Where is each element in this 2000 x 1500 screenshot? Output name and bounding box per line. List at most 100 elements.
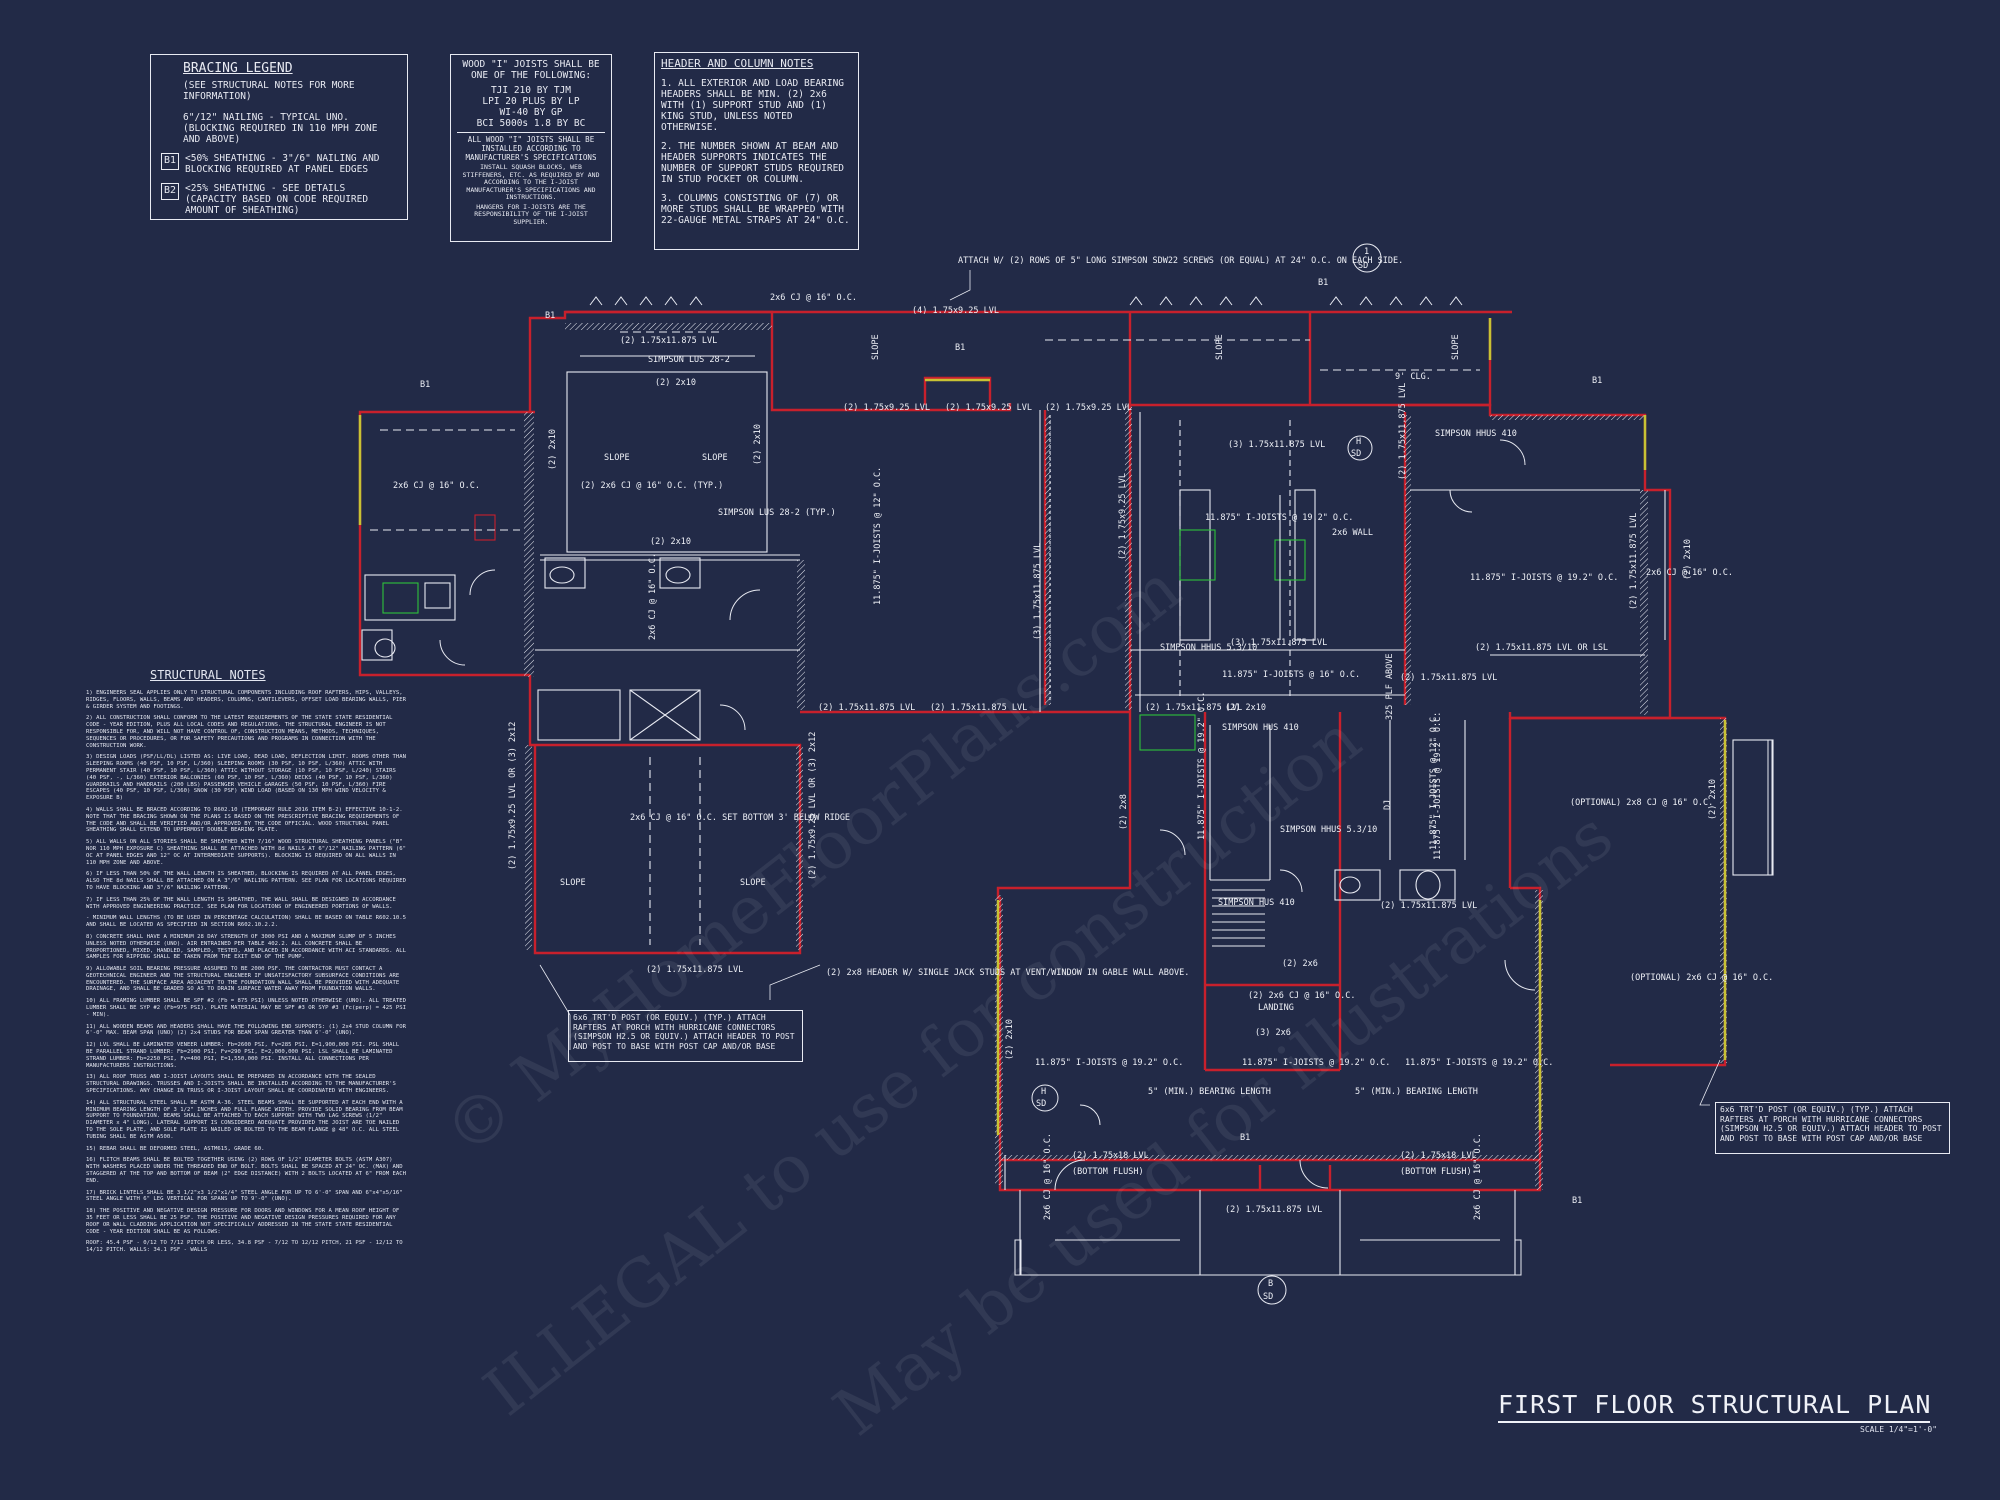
lvl-porch-c: (2) 1.75x11.875 LVL — [1145, 703, 1242, 713]
simpson-hhus5310-a: SIMPSON HHUS 5.3/10 — [1160, 643, 1257, 653]
structural-note: 7) IF LESS THAN 25% OF THE WALL LENGTH I… — [86, 896, 396, 910]
landing: LANDING — [1258, 1003, 1294, 1013]
twox8-a: (2) 2x8 — [1119, 794, 1129, 830]
bracing-legend-heading: BRACING LEGEND — [183, 61, 293, 76]
joist-note-3: HANGERS FOR I-JOISTS ARE THE RESPONSIBIL… — [474, 202, 588, 226]
tag-b1-g: B1 — [1572, 1196, 1582, 1206]
cj-typ: (2) 2x6 CJ @ 16" O.C. (TYP.) — [580, 481, 723, 491]
lvl-18-a: (2) 1.75x18 LVL — [1072, 1151, 1149, 1161]
post-note-right-text: 6x6 TRT'D POST (OR EQUIV.) (TYP.) ATTACH… — [1720, 1105, 1942, 1143]
structural-note: 11) ALL WOODEN BEAMS AND HEADERS SHALL H… — [86, 1023, 406, 1037]
lvl-bottom-mid: (2) 1.75x11.875 LVL — [1225, 1205, 1322, 1215]
post-note-left-text: 6x6 TRT'D POST (OR EQUIV.) (TYP.) ATTACH… — [573, 1013, 795, 1051]
door-swings — [439, 439, 1536, 1191]
header-note-2: 2. THE NUMBER SHOWN AT BEAM AND HEADER S… — [661, 141, 845, 185]
slope-f: SLOPE — [560, 878, 586, 888]
tag-b1-d: B1 — [1318, 278, 1328, 288]
twox10-r: (2) 2x10 — [1708, 779, 1718, 820]
structural-note: 16) FLITCH BEAMS SHALL BE BOLTED TOGETHE… — [86, 1157, 406, 1184]
lvl-3-11875-b: (3) 1.75x11.875 LVL — [1230, 638, 1327, 648]
structural-note: 12) LVL SHALL BE LAMINATED VENEER LUMBER… — [86, 1042, 400, 1069]
twox10-fam: (2) 2x10 — [1683, 539, 1693, 580]
tag-b1-b: B1 — [420, 380, 430, 390]
cj-left: 2x6 CJ @ 16" O.C. — [393, 481, 480, 491]
ijoist-v-a: 11.875" I-JOISTS @ 12" O.C. — [1429, 712, 1439, 850]
leader-lines — [539, 270, 1721, 1106]
wall-2x6: 2x6 WALL — [1332, 528, 1373, 538]
structural-note: ROOF: 45.4 PSF - 0/12 TO 7/12 PITCH OR L… — [86, 1240, 403, 1254]
cj-fam: 2x6 CJ @ 16" O.C. — [1646, 568, 1733, 578]
threex6: (3) 2x6 — [1255, 1028, 1291, 1038]
structural-note: 1) ENGINEERS SEAL APPLIES ONLY TO STRUCT… — [86, 690, 406, 710]
twox6-a: (2) 2x6 — [1282, 959, 1318, 969]
post-note-right: 6x6 TRT'D POST (OR EQUIV.) (TYP.) ATTACH… — [1715, 1102, 1950, 1154]
plan-labels: ATTACH W/ (2) ROWS OF 5" LONG SIMPSON SD… — [393, 247, 1773, 1302]
structural-note: 5) ALL WALLS ON ALL STORIES SHALL BE SHE… — [86, 839, 406, 866]
drawing-title: FIRST FLOOR STRUCTURAL PLAN — [1498, 1390, 1932, 1419]
twox10-v2: (2) 2x10 — [753, 424, 763, 465]
structural-note: 4) WALLS SHALL BE BRACED ACCORDING TO R6… — [86, 806, 403, 834]
cj-br: 2x6 CJ @ 16" O.C. — [1473, 1133, 1483, 1220]
lvl-4-925: (4) 1.75x9.25 LVL — [912, 306, 999, 316]
flush-b: (BOTTOM FLUSH) — [1400, 1167, 1472, 1177]
structural-note: 9) ALLOWABLE SOIL BEARING PRESSURE ASSUM… — [86, 966, 400, 993]
interior-walls — [361, 331, 1774, 1276]
lvl-porch-a: (2) 1.75x11.875 LVL — [818, 703, 915, 713]
cj-stair: (2) 2x6 CJ @ 16" O.C. — [1248, 991, 1355, 1001]
structural-note: 10) ALL FRAMING LUMBER SHALL BE SPF #2 (… — [86, 998, 406, 1018]
simpson-hhus5310-b: SIMPSON HHUS 5.3/10 — [1280, 825, 1377, 835]
slope-e: SLOPE — [1451, 334, 1461, 360]
windows — [589, 296, 1773, 1276]
header-note-1: 1. ALL EXTERIOR AND LOAD BEARING HEADERS… — [661, 78, 845, 133]
bracing-legend: BRACING LEGEND (SEE STRUCTURAL NOTES FOR… — [150, 54, 408, 220]
lvl-sm: (2) 1.75x11.875 LVL — [1400, 673, 1497, 683]
lvl-porch-b: (2) 1.75x11.875 LVL — [930, 703, 1027, 713]
structural-note: 8) CONCRETE SHALL HAVE A MINIMUM 28 DAY … — [86, 933, 406, 961]
bearing-min-a: 5" (MIN.) BEARING LENGTH — [1148, 1087, 1271, 1097]
ijoist-stair-v: 11.875" I-JOISTS @ 19.2" O.C. — [1197, 692, 1207, 840]
simpson-lus28: SIMPSON LUS 28-2 — [648, 355, 730, 365]
slope-g: SLOPE — [740, 878, 766, 888]
drawing-scale: SCALE 1/4"=1'-0" — [1860, 1425, 1938, 1434]
joist-heading: WOOD "I" JOISTS SHALL BE ONE OF THE FOLL… — [462, 59, 600, 81]
legend-b1-row: B1 <50% SHEATHING - 3"/6" NAILING AND BL… — [161, 153, 397, 175]
tag-h-a: H — [1356, 437, 1361, 447]
lvl-18-b: (2) 1.75x18 LVL — [1400, 1151, 1477, 1161]
joist-note-1: ALL WOOD "I" JOISTS SHALL BE INSTALLED A… — [465, 135, 597, 162]
lvl-porch-bottom: (2) 1.75x11.875 LVL — [646, 965, 743, 975]
tag-b1-e: B1 — [1592, 376, 1602, 386]
lvl-v-porch-l: (2) 1.75x9.25 LVL OR (3) 2x12 — [508, 722, 518, 870]
structural-note: - MINIMUM WALL LENGTHS (TO BE USED IN PE… — [86, 915, 406, 929]
tag-sd-d: SD — [1263, 1292, 1273, 1302]
ijoist-dining: 11.875" I-JOISTS @ 12" O.C. — [873, 467, 883, 605]
header-notes-heading: HEADER AND COLUMN NOTES — [661, 57, 814, 70]
ijoist-family: 11.875" I-JOISTS @ 19.2" O.C. — [1470, 573, 1618, 583]
legend-b1-tag: B1 — [161, 153, 180, 170]
post-note-left: 6x6 TRT'D POST (OR EQUIV.) (TYP.) ATTACH… — [568, 1010, 803, 1062]
lvl-925-b: (2) 1.75x9.25 LVL — [945, 403, 1032, 413]
ijoist-right-v: 11.875" I-JOISTS @ 19.2" O.C. — [1433, 712, 1443, 860]
optional-cj: (OPTIONAL) 2x8 CJ @ 16" O.C. — [1570, 798, 1713, 808]
joist-notes: WOOD "I" JOISTS SHALL BE ONE OF THE FOLL… — [450, 54, 612, 242]
lvl-925-a: (2) 1.75x9.25 LVL — [843, 403, 930, 413]
lvl-3-11875: (3) 1.75x11.875 LVL — [1228, 440, 1325, 450]
optional-cj2: (OPTIONAL) 2x6 CJ @ 16" O.C. — [1630, 973, 1773, 983]
bracing-panels — [358, 318, 1727, 1135]
tag-b: B — [1268, 1279, 1273, 1289]
bracing-legend-note: 6"/12" NAILING - TYPICAL UNO. (BLOCKING … — [183, 112, 378, 145]
legend-b2-text: <25% SHEATHING - SEE DETAILS (CAPACITY B… — [185, 183, 369, 216]
structural-note: 3) DESIGN LOADS (PSF/LL/DL) LISTED AS: L… — [86, 754, 406, 802]
twox10-v1: (2) 2x10 — [548, 429, 558, 470]
title-underline — [1498, 1421, 1930, 1423]
lvl-v-right: (2) 1.75x11.875 LVL — [1398, 383, 1408, 480]
header-note-3: 3. COLUMNS CONSISTING OF (7) OR MORE STU… — [661, 193, 850, 226]
simpson-hus410: SIMPSON HUS 410 — [1222, 723, 1299, 733]
lvl-v-family: (2) 1.75x11.875 LVL — [1629, 513, 1639, 610]
lvl-or-lsl: (2) 1.75x11.875 LVL OR LSL — [1475, 643, 1608, 653]
structural-note: 18) THE POSITIVE AND NEGATIVE DESIGN PRE… — [86, 1208, 400, 1235]
structural-note: 15) REBAR SHALL BE DEFORMED STEEL, ASTM6… — [86, 1145, 265, 1152]
ijoist-kitchen: 11.875" I-JOISTS @ 19.2" O.C. — [1205, 513, 1353, 523]
tag-b1-f: B1 — [1240, 1133, 1250, 1143]
simpson-lus28-typ: SIMPSON LUS 28-2 (TYP.) — [718, 508, 836, 518]
